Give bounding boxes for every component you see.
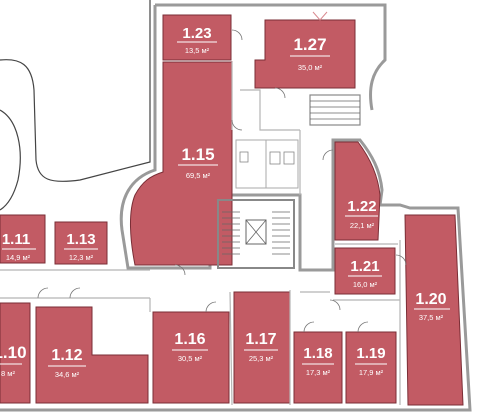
room-1-18[interactable]: 1.18 17,3 м² <box>293 331 343 404</box>
room-number: 1.10 <box>0 343 27 362</box>
stair-core <box>217 199 295 269</box>
room-area: 34,6 м² <box>55 370 80 379</box>
watermark-logo <box>312 11 328 21</box>
room-area: 69,5 м² <box>186 171 211 180</box>
room-area: 17,3 м² <box>306 368 331 377</box>
room-1-16[interactable]: 1.16 30,5 м² <box>152 311 230 404</box>
room-number: 1.22 <box>347 198 376 215</box>
room-1-10[interactable]: 1.10 8 м² <box>0 302 31 404</box>
room-area: 25,3 м² <box>249 354 274 363</box>
top-wall <box>155 3 387 111</box>
room-number: 1.16 <box>174 331 205 348</box>
room-1-15[interactable]: 1.15 69,5 м² <box>129 61 233 266</box>
outer-wall <box>0 5 472 412</box>
room-1-23[interactable]: 1.23 13,5 м² <box>162 14 232 61</box>
room-number: 1.19 <box>356 345 385 362</box>
room-area: 30,5 м² <box>178 354 203 363</box>
courtyard-outline <box>0 0 151 182</box>
room-number: 1.11 <box>2 231 30 248</box>
room-area: 8 м² <box>1 369 15 378</box>
room-1-21[interactable]: 1.21 16,0 м² <box>334 247 396 295</box>
room-number: 1.23 <box>182 25 211 42</box>
room-number: 1.21 <box>350 258 379 275</box>
corridor-walls <box>0 62 401 406</box>
restroom-block <box>235 139 299 189</box>
room-area: 13,5 м² <box>185 46 210 55</box>
room-number: 1.17 <box>245 331 276 348</box>
doors <box>37 29 407 333</box>
room-area: 17,9 м² <box>359 368 384 377</box>
room-1-17[interactable]: 1.17 25,3 м² <box>233 291 291 404</box>
room-area: 14,9 м² <box>6 253 31 262</box>
room-1-13[interactable]: 1.13 12,3 м² <box>54 221 108 265</box>
room-1-11[interactable]: 1.11 14,9 м² <box>0 214 46 264</box>
room-1-20[interactable]: 1.20 37,5 м² <box>404 214 464 406</box>
stair-upper-right <box>309 94 361 126</box>
room-1-27[interactable]: 1.27 35,0 м² <box>254 19 356 89</box>
room-1-19[interactable]: 1.19 17,9 м² <box>345 331 397 404</box>
room-number: 1.18 <box>303 345 332 362</box>
room-number: 1.15 <box>181 145 214 164</box>
room-1-22[interactable]: 1.22 22,1 м² <box>334 141 381 241</box>
room-area: 35,0 м² <box>298 63 323 72</box>
room-number: 1.27 <box>293 35 326 54</box>
room-number: 1.13 <box>66 231 95 248</box>
room-area: 37,5 м² <box>419 313 444 322</box>
facade-curve <box>0 109 21 211</box>
room-area: 12,3 м² <box>69 253 94 262</box>
room-area: 22,1 м² <box>350 221 375 230</box>
room-number: 1.20 <box>415 291 446 308</box>
room-area: 16,0 м² <box>353 280 378 289</box>
room-number: 1.12 <box>51 347 82 364</box>
room-1-12[interactable]: 1.12 34,6 м² <box>35 306 149 404</box>
